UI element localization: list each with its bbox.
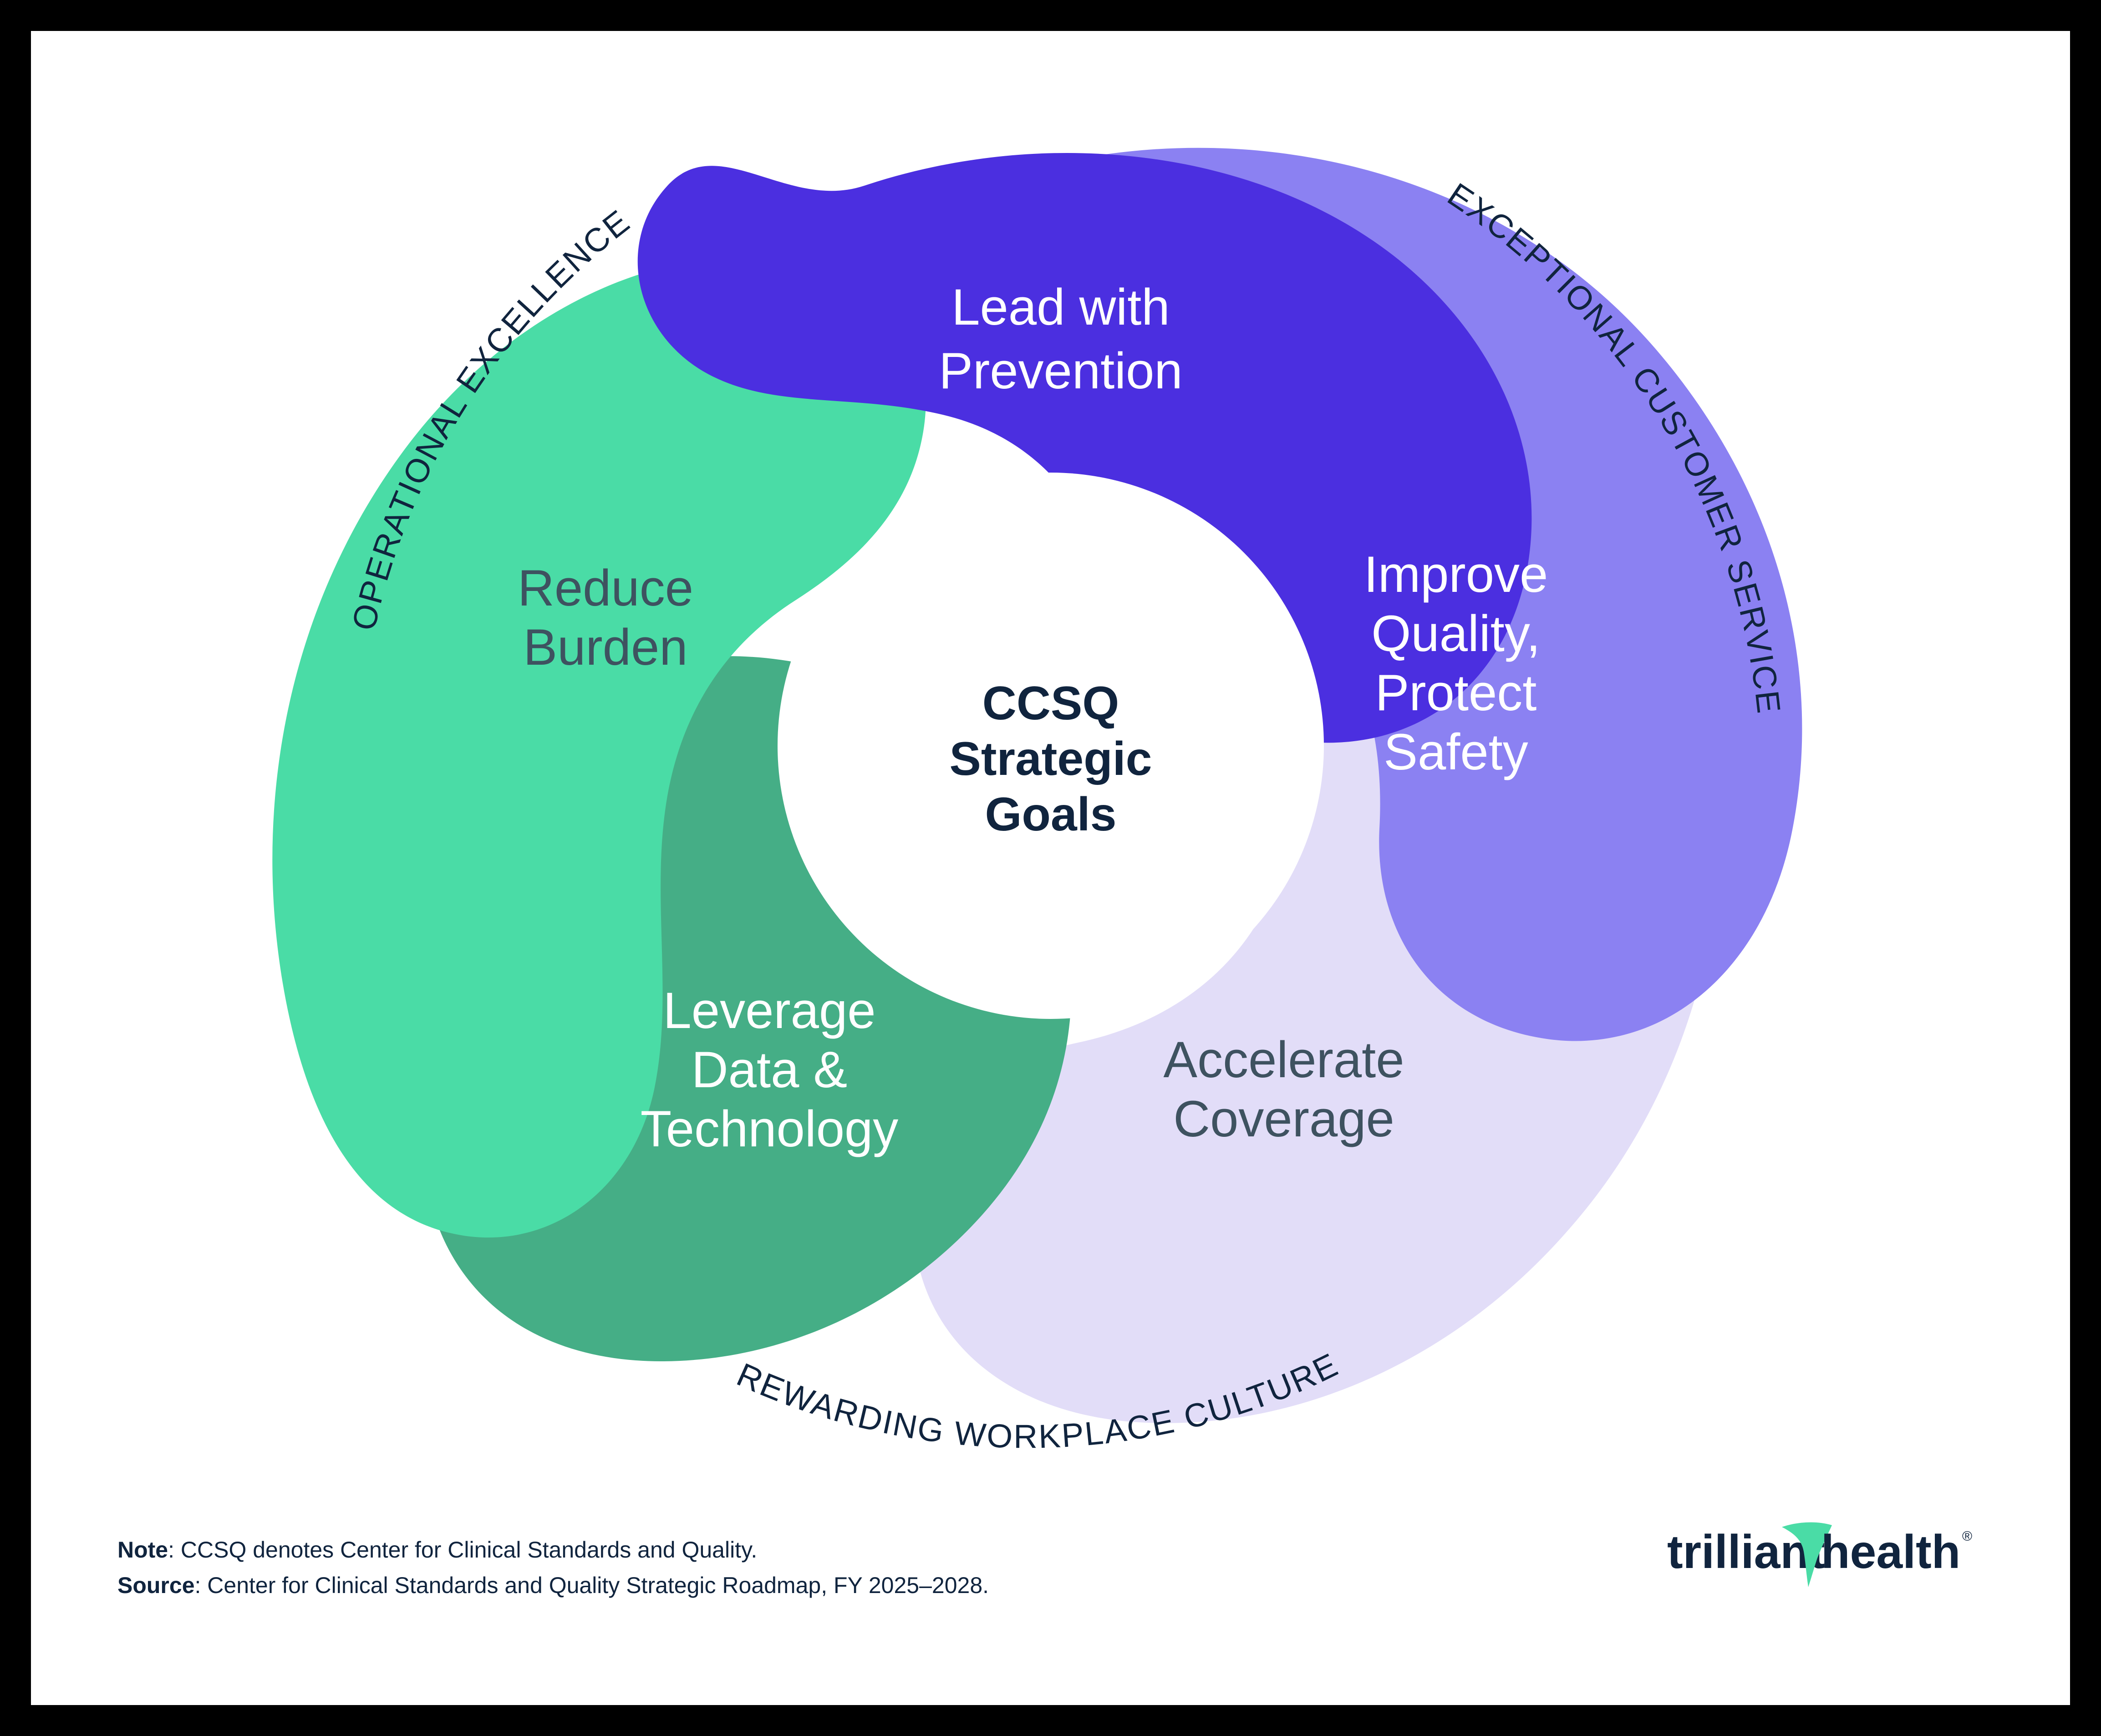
svg-text:Quality,: Quality, xyxy=(1371,605,1540,662)
svg-text:Technology: Technology xyxy=(641,1100,899,1157)
trilliant-health-logo: trilliant health ® xyxy=(1667,1519,1981,1587)
svg-text:Coverage: Coverage xyxy=(1173,1090,1394,1147)
segment-label-accelerate-coverage: Accelerate Coverage xyxy=(1163,1031,1404,1147)
logo-wordmark-health: health xyxy=(1821,1526,1960,1578)
strategic-goals-wheel: Lead with Prevention Improve Quality, Pr… xyxy=(31,31,2070,1465)
registered-trademark-icon: ® xyxy=(1962,1529,1972,1544)
note-line: Note: CCSQ denotes Center for Clinical S… xyxy=(117,1532,989,1568)
source-line: Source: Center for Clinical Standards an… xyxy=(117,1568,989,1604)
source-text: : Center for Clinical Standards and Qual… xyxy=(194,1572,989,1598)
swoosh-icon xyxy=(1782,1522,1832,1587)
footer: Note: CCSQ denotes Center for Clinical S… xyxy=(31,1465,2070,1705)
svg-text:Data &: Data & xyxy=(692,1041,847,1098)
svg-text:Burden: Burden xyxy=(523,619,687,676)
svg-text:Improve: Improve xyxy=(1364,546,1548,603)
svg-text:Accelerate: Accelerate xyxy=(1163,1031,1404,1088)
segment-shape-reduce-burden[interactable] xyxy=(272,255,926,1238)
segment-label-leverage-data-technology: Leverage Data & Technology xyxy=(641,982,899,1157)
segment-label-reduce-burden: Reduce Burden xyxy=(518,560,693,676)
svg-text:Goals: Goals xyxy=(985,788,1117,841)
svg-text:Leverage: Leverage xyxy=(663,982,875,1039)
svg-text:Safety: Safety xyxy=(1384,723,1528,780)
svg-text:Lead with: Lead with xyxy=(951,279,1170,336)
svg-text:Strategic: Strategic xyxy=(949,733,1152,785)
page-canvas: Lead with Prevention Improve Quality, Pr… xyxy=(31,31,2070,1705)
note-text: : CCSQ denotes Center for Clinical Stand… xyxy=(168,1537,758,1563)
svg-text:Reduce: Reduce xyxy=(518,560,693,616)
segment-label-improve-quality-protect-safety: Improve Quality, Protect Safety xyxy=(1364,546,1548,780)
svg-text:Protect: Protect xyxy=(1375,664,1537,721)
center-title: CCSQ Strategic Goals xyxy=(949,677,1152,841)
svg-text:Prevention: Prevention xyxy=(939,342,1182,399)
footnotes: Note: CCSQ denotes Center for Clinical S… xyxy=(117,1532,989,1603)
svg-text:CCSQ: CCSQ xyxy=(982,677,1119,730)
source-label: Source xyxy=(117,1572,195,1598)
segment-label-lead-with-prevention: Lead with Prevention xyxy=(939,279,1182,399)
segment-shape-lead-with-prevention[interactable] xyxy=(637,153,1532,743)
note-label: Note xyxy=(117,1537,168,1563)
